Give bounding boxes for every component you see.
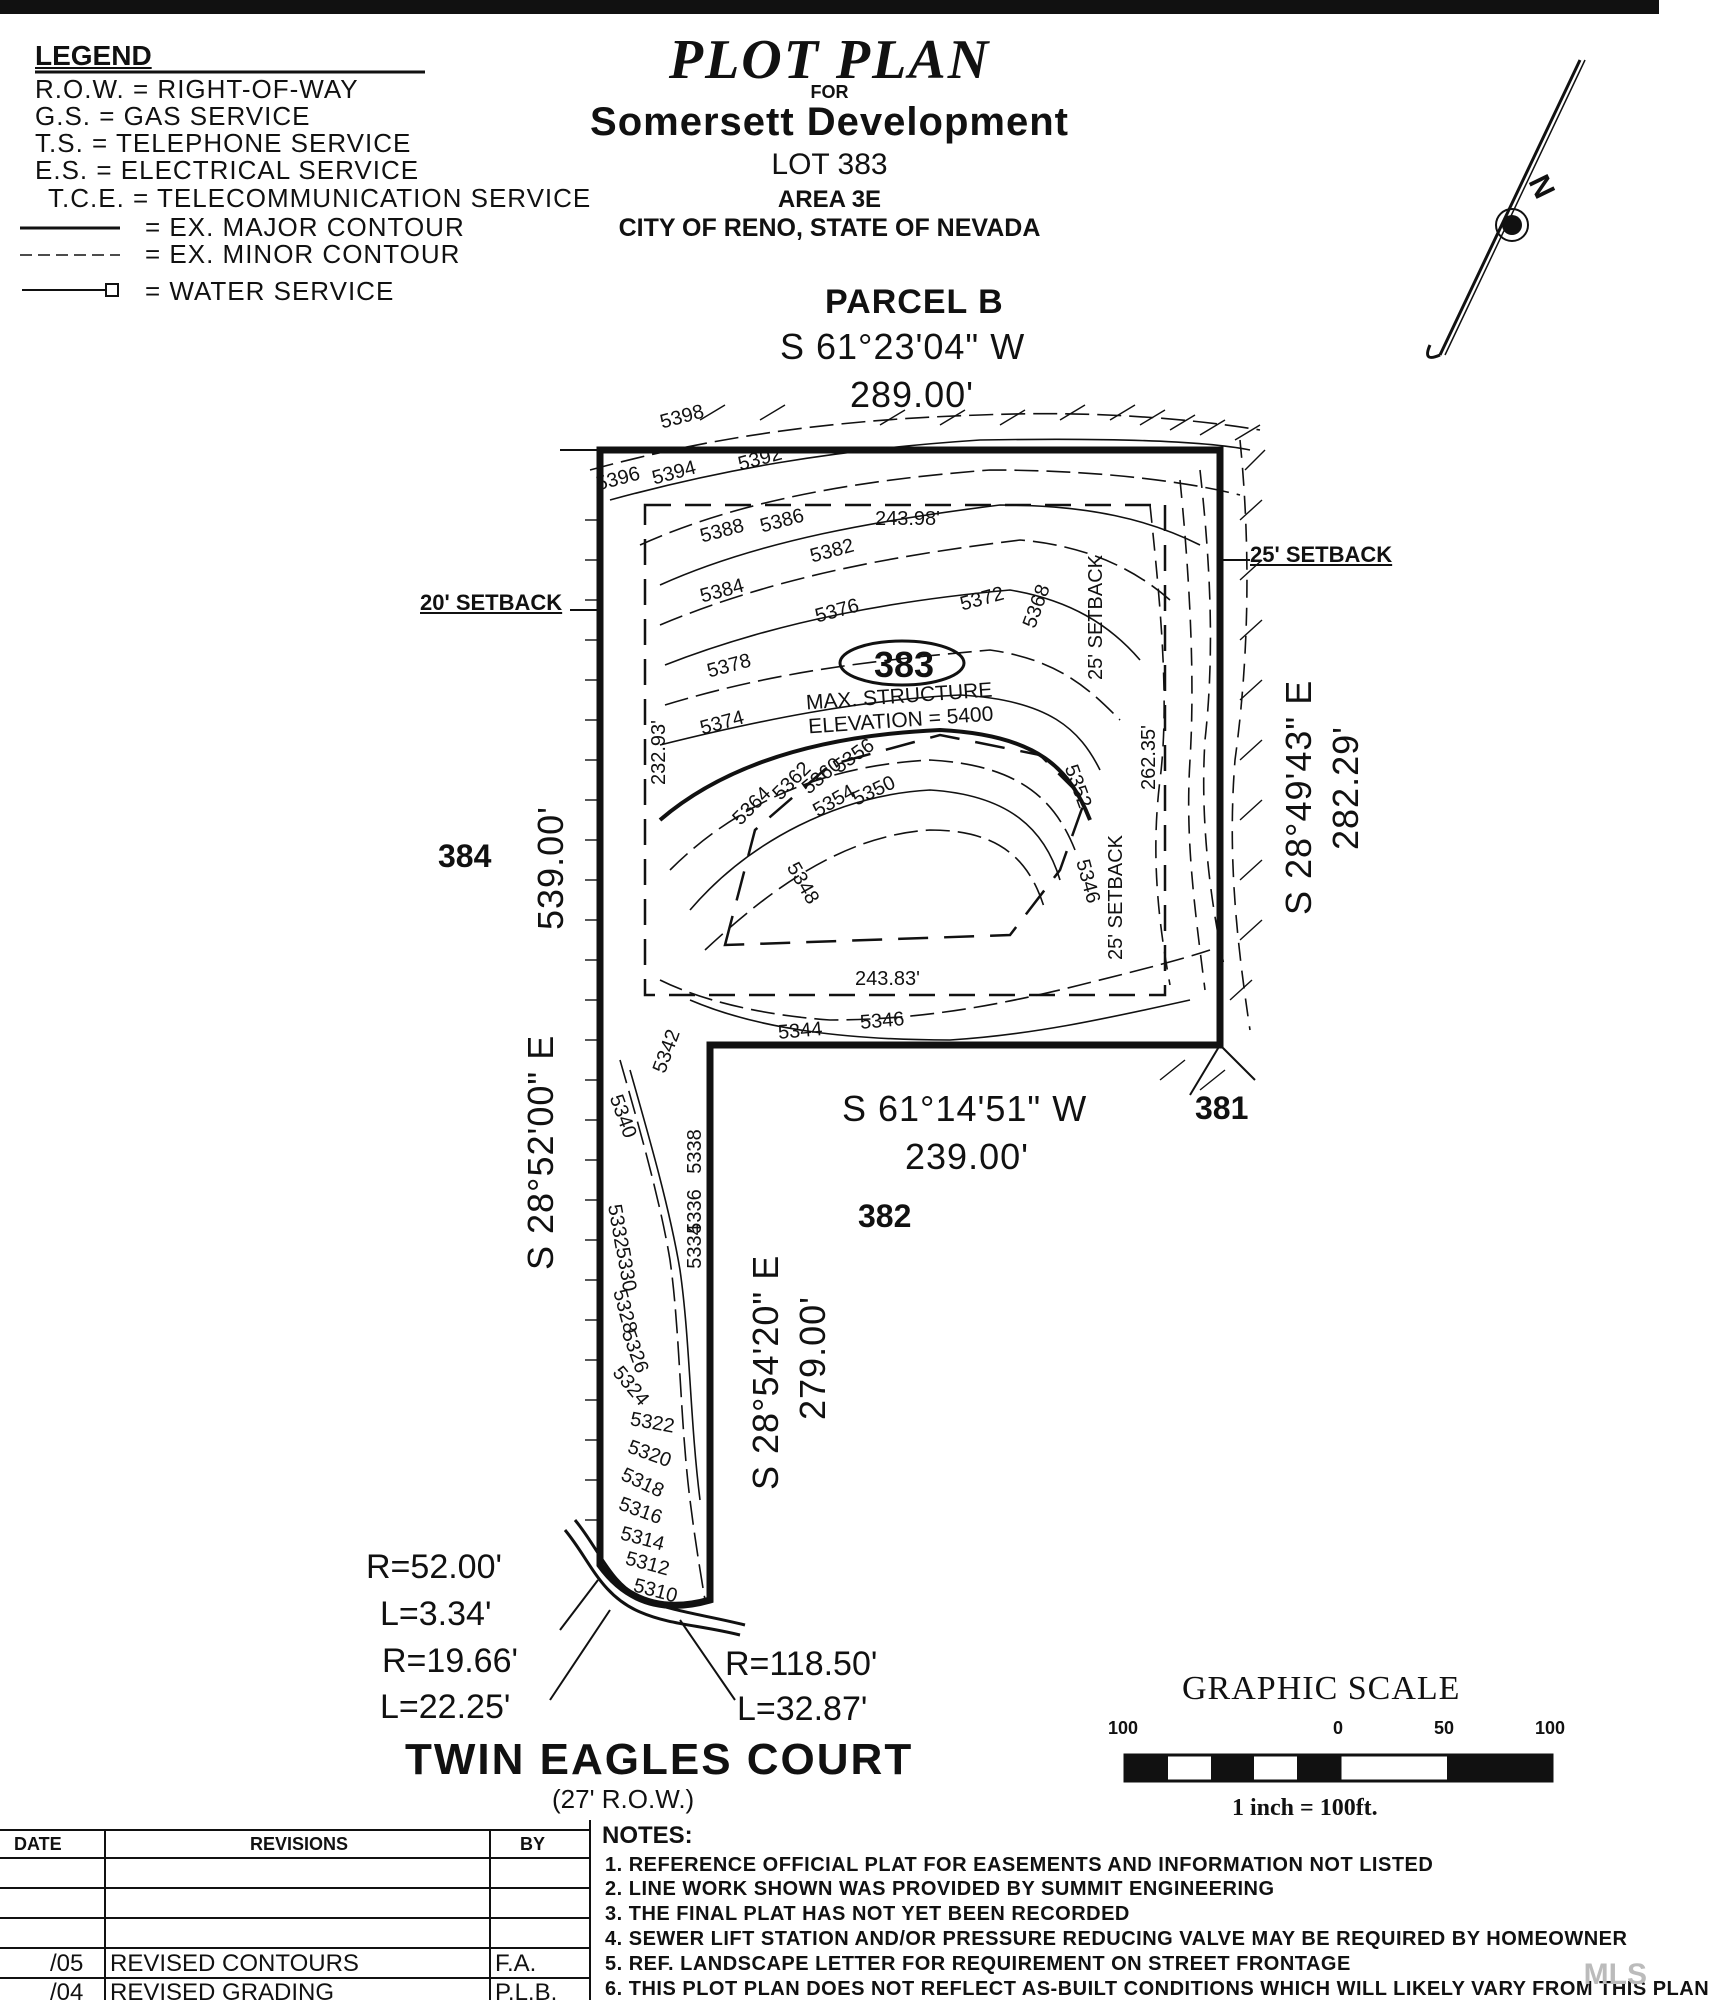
street-edge <box>563 1519 746 1637</box>
scale-tick-zero: 0 <box>1333 1718 1344 1738</box>
contour-label: 5346 <box>859 1008 906 1034</box>
setback-envelope <box>643 503 1167 997</box>
setback-right-label: 25' SETBACK <box>1085 555 1107 680</box>
stem-distance: 279.00' <box>792 1296 833 1420</box>
legend-label: = ELECTRICAL SERVICE <box>96 155 420 185</box>
revision-row-by: F.A. <box>495 1950 537 1977</box>
contour-label: 5338 <box>683 1129 706 1174</box>
revision-row-text: REVISED CONTOURS <box>110 1950 359 1977</box>
north-distance: 289.00' <box>850 374 974 415</box>
graphic-scale-title: GRAPHIC SCALE <box>1182 1670 1461 1707</box>
stem-bearing: S 28°54'20" E <box>745 1254 786 1490</box>
north-bearing: S 61°23'04" W <box>780 326 1026 367</box>
note-item: 1. REFERENCE OFFICIAL PLAT FOR EASEMENTS… <box>605 1854 1434 1876</box>
legend-label: = GAS SERVICE <box>99 101 311 131</box>
top-border <box>0 0 1659 14</box>
plot-plan-title: PLOT PLAN <box>668 29 991 91</box>
lot-383-label: 383 <box>874 644 935 685</box>
curve-leaders <box>549 1579 736 1701</box>
for-label: FOR <box>810 82 849 102</box>
legend-item-major-contour: = EX. MAJOR CONTOUR <box>145 212 465 242</box>
curve-2-length: L=22.25' <box>380 1688 511 1726</box>
middle-bearing: S 61°14'51" W <box>842 1088 1088 1129</box>
contour-label: 5344 <box>777 1018 824 1044</box>
note-item: 3. THE FINAL PLAT HAS NOT YET BEEN RECOR… <box>605 1903 1130 1925</box>
revision-row-text: REVISED GRADING <box>110 1979 335 2006</box>
street-name: TWIN EAGLES COURT <box>405 1735 914 1784</box>
legend-code: E.S. <box>35 155 89 185</box>
mls-watermark: MLS <box>1583 1958 1647 1991</box>
setback-right-dimension: 262.35' <box>1138 725 1160 790</box>
legend-label: = TELECOMMUNICATION SERVICE <box>133 183 592 213</box>
east-bearing: S 28°49'43" E <box>1278 679 1319 915</box>
revision-row-date: /05 <box>50 1950 84 1977</box>
setback-top-dimension: 243.98' <box>875 508 940 530</box>
plot-plan-drawing <box>0 59 1586 2000</box>
legend-item-minor-contour: = EX. MINOR CONTOUR <box>145 239 461 269</box>
curve-1-radius: R=52.00' <box>366 1548 502 1586</box>
scale-tick-right: 100 <box>1535 1718 1566 1738</box>
lot-384-label: 384 <box>438 838 492 874</box>
lot-383-ellipse <box>838 639 966 687</box>
legend-item-row: R.O.W. = RIGHT-OF-WAY <box>35 74 359 105</box>
notes-title: NOTES: <box>602 1822 693 1849</box>
lot-381-label: 381 <box>1195 1090 1249 1126</box>
setback-bottom-dimension: 243.83' <box>855 968 920 990</box>
note-item: 2. LINE WORK SHOWN WAS PROVIDED BY SUMMI… <box>605 1878 1275 1900</box>
area-label: AREA 3E <box>777 186 882 213</box>
lot-number: LOT 383 <box>771 148 888 181</box>
legend-item-tce: T.C.E. = TELECOMMUNICATION SERVICE <box>48 183 591 214</box>
revisions-header-date: DATE <box>14 1834 62 1854</box>
east-setback-label: 25' SETBACK <box>1250 542 1393 567</box>
city-state: CITY OF RENO, STATE OF NEVADA <box>618 214 1041 242</box>
revision-row-by: P.L.B. <box>495 1979 558 2006</box>
curve-3-length: L=32.87' <box>737 1690 868 1728</box>
contour-lines <box>589 412 1261 1601</box>
legend-title: LEGEND <box>35 40 152 71</box>
revisions-header-by: BY <box>520 1834 546 1854</box>
legend-item-es: E.S. = ELECTRICAL SERVICE <box>35 155 419 186</box>
curve-3-radius: R=118.50' <box>725 1645 878 1683</box>
scale-tick-left: 100 <box>1108 1718 1139 1738</box>
legend-label: = TELEPHONE SERVICE <box>92 128 412 158</box>
west-distance: 539.00' <box>530 806 571 930</box>
curve-1-length: L=3.34' <box>380 1595 492 1633</box>
scale-tick-mid: 50 <box>1434 1718 1455 1738</box>
note-item: 5. REF. LANDSCAPE LETTER FOR REQUIREMENT… <box>605 1953 1351 1975</box>
lot-381-line-2 <box>1189 1044 1221 1096</box>
setback-right-label-2: 25' SETBACK <box>1105 835 1127 960</box>
legend-code: R.O.W. <box>35 74 125 104</box>
building-pad <box>723 733 1087 947</box>
revisions-table-lines <box>0 1820 591 2000</box>
legend-item-water-service: = WATER SERVICE <box>145 276 395 306</box>
graphic-scale-bar <box>1123 1753 1554 1783</box>
legend-code: T.S. <box>35 128 84 158</box>
legend-item-ts: T.S. = TELEPHONE SERVICE <box>35 128 411 159</box>
west-bearing: S 28°52'00" E <box>520 1034 561 1270</box>
legend-code: G.S. <box>35 101 92 131</box>
lot-382-label: 382 <box>858 1198 912 1234</box>
legend-item-gs: G.S. = GAS SERVICE <box>35 101 310 132</box>
curve-2-radius: R=19.66' <box>382 1642 518 1680</box>
revision-row-date: /04 <box>50 1979 84 2006</box>
east-distance: 282.29' <box>1325 726 1366 850</box>
slope-hatching <box>585 404 1266 1521</box>
setback-left-dimension: 232.93' <box>648 720 670 785</box>
developer-name: Somersett Development <box>590 100 1069 144</box>
revisions-header-revisions: REVISIONS <box>250 1834 349 1854</box>
west-setback-label: 20' SETBACK <box>420 590 563 615</box>
note-item: 4. SEWER LIFT STATION AND/OR PRESSURE RE… <box>605 1928 1628 1950</box>
contour-label: 5334 <box>683 1224 706 1269</box>
note-item: 6. THIS PLOT PLAN DOES NOT REFLECT AS-BU… <box>605 1978 1709 2000</box>
water-service-valve <box>105 283 119 297</box>
legend-code: T.C.E. <box>48 183 125 213</box>
legend-label: = RIGHT-OF-WAY <box>133 74 359 104</box>
parcel-label: PARCEL B <box>825 283 1004 321</box>
lot-381-line <box>1219 1044 1256 1081</box>
scale-ratio: 1 inch = 100ft. <box>1232 1795 1378 1821</box>
north-arrow-icon <box>1426 59 1586 359</box>
middle-distance: 239.00' <box>905 1136 1029 1177</box>
street-row: (27' R.O.W.) <box>552 1784 695 1814</box>
